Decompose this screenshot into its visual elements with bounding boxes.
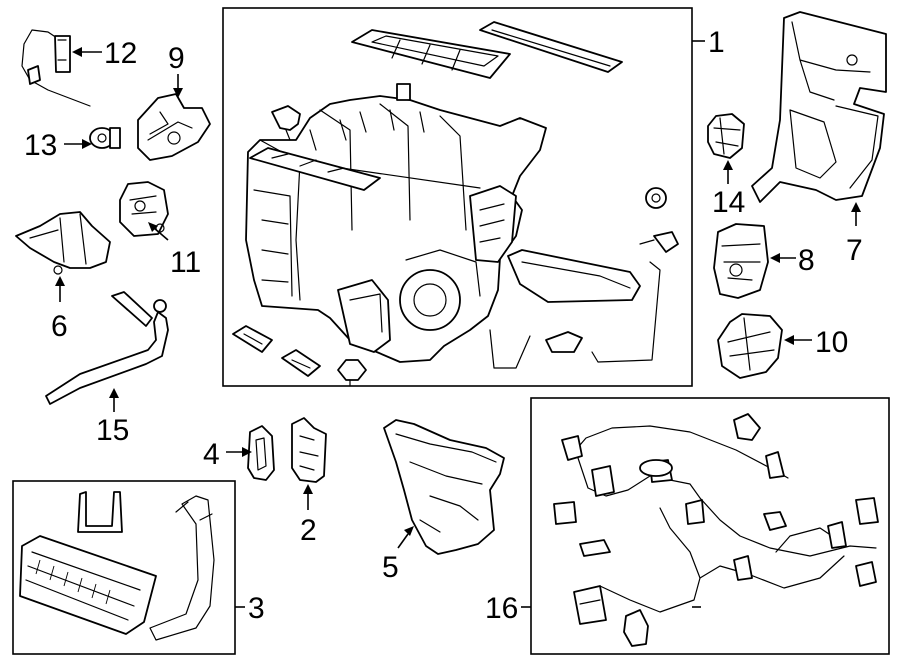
callout-2: 2 — [300, 514, 317, 547]
sensor-wire — [21, 29, 91, 107]
callout-7: 7 — [846, 234, 863, 267]
callout-4: 4 — [203, 438, 220, 471]
actuator-9 — [137, 93, 211, 161]
callout-15: 15 — [96, 414, 129, 447]
seal-4 — [247, 425, 275, 481]
actuator-11 — [119, 181, 169, 237]
callout-16: 16 — [485, 592, 518, 625]
callout-10: 10 — [815, 326, 848, 359]
duct-5 — [383, 419, 505, 555]
callout-5: 5 — [382, 551, 399, 584]
callout-13: 13 — [24, 129, 57, 162]
sensor-13 — [89, 127, 121, 149]
callout-12: 12 — [104, 37, 137, 70]
hvac-assembly-frame — [222, 7, 693, 387]
callout-8: 8 — [798, 244, 815, 277]
callout-6: 6 — [51, 310, 68, 343]
callout-3: 3 — [248, 592, 265, 625]
callout-14: 14 — [712, 186, 745, 219]
callout-9: 9 — [168, 42, 185, 75]
heater-core-frame — [12, 480, 236, 655]
callout-11: 11 — [170, 246, 201, 279]
resistor-14 — [707, 113, 745, 159]
callout-1: 1 — [708, 26, 725, 59]
heater-core-3 — [19, 491, 215, 641]
hose-15 — [45, 291, 169, 405]
callout-leaders — [55, 40, 861, 608]
wiring-harness-16 — [553, 413, 879, 647]
actuator-10 — [717, 313, 783, 379]
bracket-2 — [291, 417, 327, 483]
actuator-8 — [713, 223, 769, 299]
wiring-harness-frame — [530, 397, 890, 655]
hvac-case-assembly — [232, 21, 679, 387]
blower-housing-7 — [751, 11, 887, 203]
aspirator-6 — [15, 211, 111, 275]
